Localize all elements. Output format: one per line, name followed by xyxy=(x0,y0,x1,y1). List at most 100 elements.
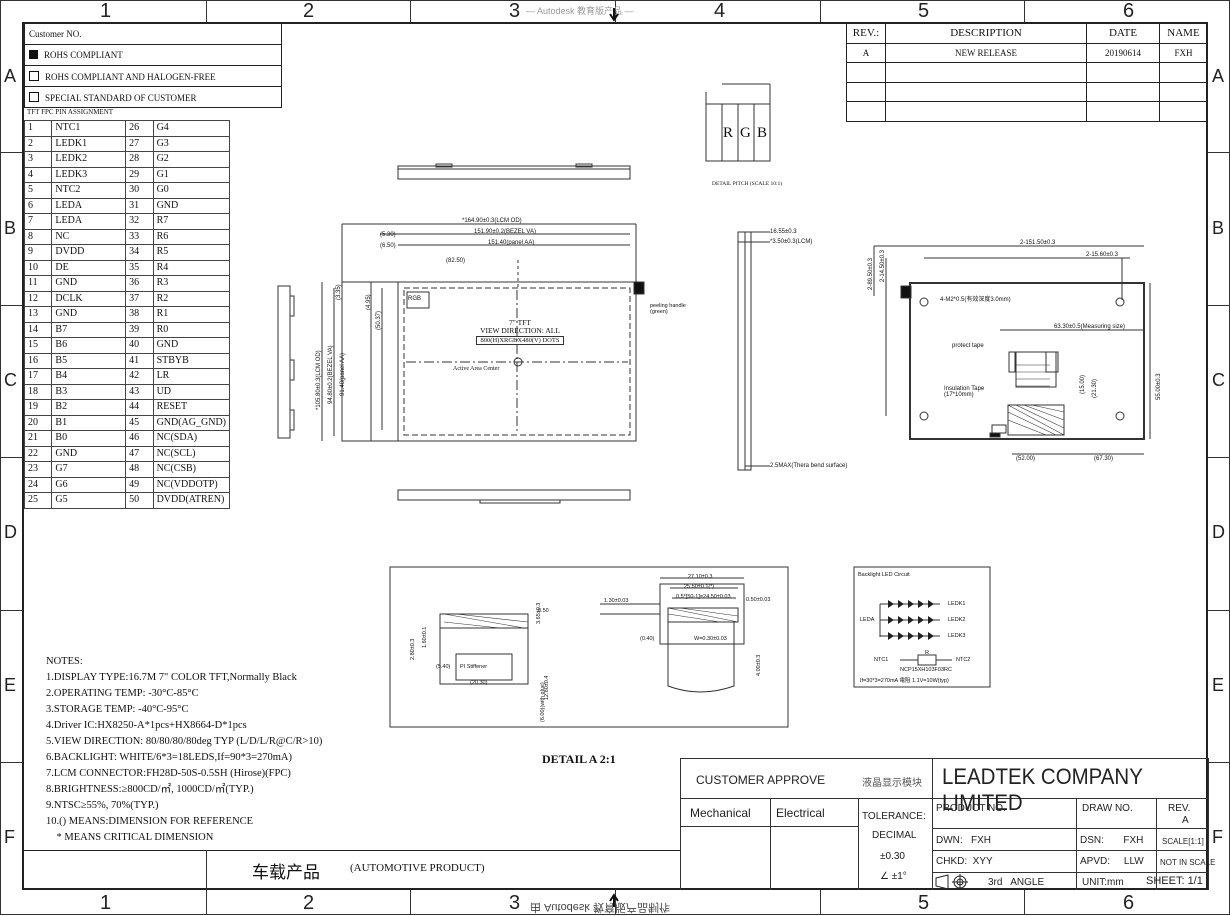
pin-number-cell: 27 xyxy=(125,135,154,152)
detail-d6: W=0.30±0.03 xyxy=(694,636,727,642)
insulation-tape-label: Insulation Tape (17*10mm) xyxy=(944,386,985,398)
cn-company-label: 液晶显示模块 xyxy=(862,778,922,789)
zone-col-3-top: 3 xyxy=(509,0,521,22)
backlight-title: Backlight LED Circuit xyxy=(858,572,910,578)
zone-row-f-right: F xyxy=(1212,827,1223,847)
note-9: 9.NTSC≥55%, 70%(TYP.) xyxy=(46,800,159,811)
led-k2-label: LEDK2 xyxy=(948,617,966,623)
dim-5037-label: (50.37) xyxy=(376,310,382,330)
detail-d3: 25.50±0.1(*) xyxy=(684,584,715,590)
watermark-top: — Autodesk 教育版产品 — xyxy=(526,6,634,16)
note-2: 2.OPERATING TEMP: -30°C-85°C xyxy=(46,688,199,699)
projection-symbol-icon xyxy=(935,874,968,890)
checkbox-checked-icon xyxy=(29,50,38,59)
rev-value: A xyxy=(1182,815,1189,826)
sheet-label: SHEET: 1/1 xyxy=(1146,875,1203,887)
detail-d10: (20.30) xyxy=(470,680,488,686)
drawing-frame xyxy=(22,22,1208,890)
customer-box: Customer NO. ROHS COMPLIANT ROHS COMPLIA… xyxy=(24,23,282,108)
detail-d9: 1.60±0.1 xyxy=(422,626,428,648)
detail-a-frame xyxy=(389,566,789,728)
draw-no-label: DRAW NO. xyxy=(1082,803,1133,814)
bottom-side-view xyxy=(397,489,631,504)
mechanical-label: Mechanical xyxy=(690,806,751,820)
detail-d5: 0.50±0.03 xyxy=(746,597,771,603)
back-h1-label: 2-89.50±0.3 xyxy=(868,258,874,290)
zone-row-a-right: A xyxy=(1212,66,1225,86)
bezel-va-label: 151.90±0.2(BEZEL VA) xyxy=(474,229,536,235)
angle-tolerance: ∠ ±1° xyxy=(880,871,907,882)
dim-650-label: (6.50) xyxy=(380,243,396,249)
checkbox-icon xyxy=(29,91,39,102)
pitch-caption: DETAIL PITCH (SCALE 10:1) xyxy=(712,181,783,187)
dim-530-label: (5.30) xyxy=(380,232,396,238)
projection-label: 3rd ANGLE xyxy=(988,877,1045,888)
tolerance-label: TOLERANCE: xyxy=(862,811,926,822)
thickness-label: 16.55±0.3 xyxy=(770,229,797,235)
aa-center-label: Active Area Center xyxy=(453,366,500,372)
notes-title: NOTES: xyxy=(46,656,83,667)
pin-table-title: TFT FPC PIN ASSIGNMENT xyxy=(27,108,114,116)
detail-d12: 3.65±0.3 xyxy=(536,602,542,624)
right-side-view xyxy=(737,231,770,471)
revision-table: REV.: DESCRIPTION DATE NAME A NEW RELEAS… xyxy=(846,23,1208,122)
detail-d11: 0.50 xyxy=(538,608,549,614)
note-10: 10.() MEANS:DIMENSION FOR REFERENCE xyxy=(46,816,254,827)
zone-col-5-bottom: 5 xyxy=(918,892,930,914)
note-6: 6.BACKLIGHT: WHITE/6*3=18LEDS,If=90*3=27… xyxy=(46,752,292,763)
detail-d1: 1.30±0.03 xyxy=(604,598,629,604)
ntc1-label: NTC1 xyxy=(874,657,889,663)
backlight-formula: If=30*3=270mA 電阻 1.1V=10W(typ) xyxy=(860,678,949,684)
led-a-label: LEDA xyxy=(860,617,875,623)
top-side-view xyxy=(397,163,631,180)
ntc2-label: NTC2 xyxy=(956,657,971,663)
product-no-label: PRODUCT NO. xyxy=(936,803,1006,814)
zone-col-4-top: 4 xyxy=(714,0,726,22)
aa-label: 151.40(panel AA) xyxy=(488,240,535,246)
back-h2-label: 2-14.50±0.3 xyxy=(880,250,886,282)
back-v1500-label: (15.00) xyxy=(1080,374,1086,394)
zone-row-b-left: B xyxy=(4,218,17,238)
zone-col-1-top: 1 xyxy=(100,0,112,22)
checkbox-icon xyxy=(29,70,39,81)
automotive-box xyxy=(22,850,680,891)
company-name: LEADTEK COMPANY LIMITED xyxy=(942,764,1143,815)
pin-number-cell: 50 xyxy=(125,492,154,509)
ntc-part-label: NCP15XH103F03RC xyxy=(900,667,952,673)
front-view xyxy=(321,223,637,442)
od-width-label: *164.90±0.3(LCM OD) xyxy=(462,218,522,224)
zone-row-d-right: D xyxy=(1212,522,1225,542)
pin-number-cell: 4 xyxy=(23,166,53,183)
detail-d7: 4.00±0.3 xyxy=(756,654,762,676)
detail-d2: 27.10±0.3 xyxy=(688,574,713,580)
protect-tape-label: protect tape xyxy=(952,343,984,349)
name-header: NAME xyxy=(1159,23,1208,44)
zone-col-2-bottom: 2 xyxy=(303,892,315,914)
hole-label: 4-M2*0.5(有效深度3.0mm) xyxy=(940,297,1011,303)
dim-h-va-label: 94.80±0.2(BEZEL VA) xyxy=(328,345,334,404)
zone-row-e-right: E xyxy=(1212,675,1225,695)
zone-col-1-bottom: 1 xyxy=(100,892,112,914)
customer-option-special[interactable]: SPECIAL STANDARD OF CUSTOMER xyxy=(24,86,282,108)
detail-d15: PI Stiffener xyxy=(460,664,488,670)
measure-label: 63.30±0.5(Measuring size) xyxy=(1054,324,1125,330)
detail-d8: 2.80±0.3 xyxy=(410,638,416,660)
zone-row-d-left: D xyxy=(4,522,17,542)
drawn-by: DWN: FXH xyxy=(936,835,991,846)
rgb-pitch-detail xyxy=(705,83,771,162)
note-7: 7.LCM CONNECTOR:FH28D-50S-0.5SH (Hirose)… xyxy=(46,768,291,779)
scale-label: SCALE[1:1] xyxy=(1162,837,1204,846)
